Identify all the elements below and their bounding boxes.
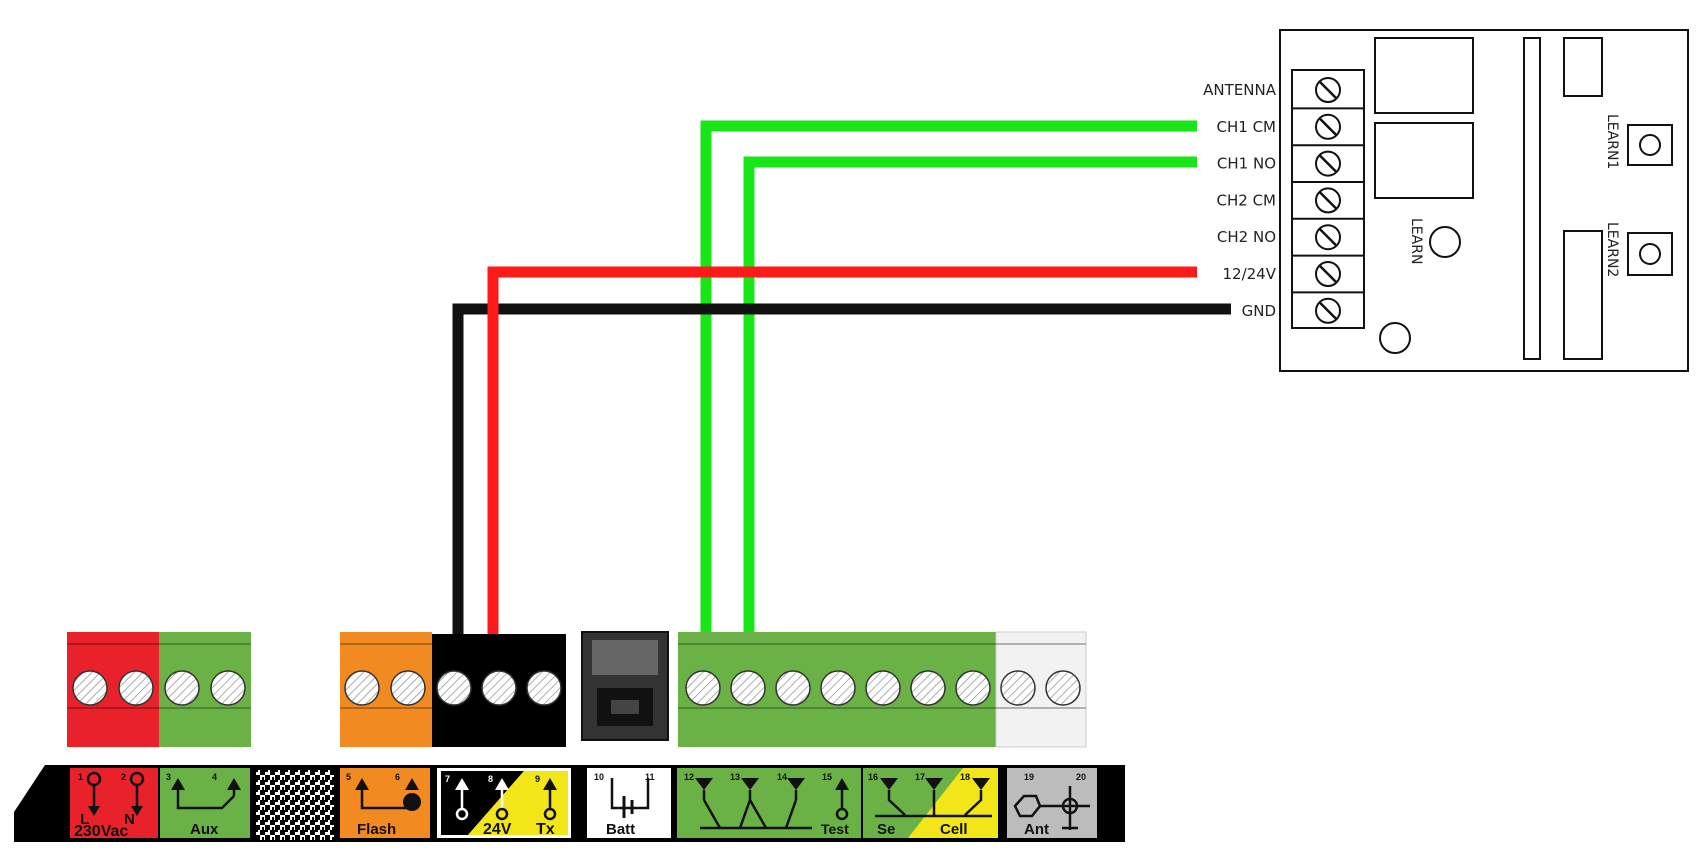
qr-code	[256, 770, 334, 840]
svg-text:14: 14	[777, 772, 787, 782]
legend-ant: 19 20 Ant	[1007, 768, 1097, 838]
receiver-terminal-gnd: GND	[1242, 291, 1364, 324]
svg-text:8: 8	[488, 774, 493, 784]
wire-ch1-no	[743, 156, 1197, 637]
legend-power-label: 230Vac	[74, 823, 128, 840]
learn-button[interactable]: LEARN	[1408, 218, 1461, 264]
learn2-label: LEARN2	[1604, 222, 1620, 277]
receiver-terminal-label: CH1 NO	[1217, 155, 1276, 173]
legend-supply-label-24v: 24V	[483, 821, 512, 838]
wire-supply	[487, 266, 1197, 637]
svg-text:15: 15	[822, 772, 832, 782]
svg-text:12: 12	[684, 772, 694, 782]
receiver-terminal-label: 12/24V	[1223, 265, 1277, 283]
receiver-terminal-12-24v: 12/24V	[1223, 254, 1364, 287]
legend-test-label: Test	[821, 821, 849, 837]
control-board-terminals	[67, 631, 1087, 748]
legend-power: 1 2 L N 230Vac	[70, 768, 158, 840]
legend-test: 15 Test	[817, 768, 861, 838]
relay-1	[1374, 37, 1474, 114]
svg-text:20: 20	[1076, 772, 1086, 782]
receiver-terminal-label: ANTENNA	[1203, 81, 1277, 99]
legend-inputs: 12 13 14	[677, 768, 817, 838]
receiver-terminal-ch1-cm: CH1 CM	[1217, 107, 1364, 140]
terminal-screw-8[interactable]	[481, 670, 517, 706]
legend-flash-label: Flash	[357, 821, 396, 838]
svg-text:N: N	[124, 811, 135, 828]
terminal-screw-14[interactable]	[865, 670, 901, 706]
learn1-label: LEARN1	[1604, 114, 1620, 169]
learn1-button[interactable]: LEARN1	[1604, 114, 1673, 169]
receiver-terminal-ch2-cm: CH2 CM	[1217, 181, 1364, 214]
learn2-button[interactable]: LEARN2	[1604, 222, 1673, 277]
terminal-screw-15[interactable]	[910, 670, 946, 706]
legend-cell: 16 17 18 Se Cell	[863, 768, 998, 838]
wire-ch1-cm	[700, 120, 1197, 637]
legend-aux-label: Aux	[190, 821, 219, 838]
receiver-component-bottom	[1563, 230, 1603, 360]
terminal-screw-12[interactable]	[775, 670, 811, 706]
svg-text:2: 2	[121, 772, 126, 782]
legend-aux: 3 4 Aux	[160, 768, 250, 838]
receiver-strip	[1523, 37, 1541, 360]
legend-flash: 5 6 Flash	[340, 768, 430, 838]
terminal-screw-13[interactable]	[820, 670, 856, 706]
svg-text:6: 6	[395, 772, 400, 782]
legend-batt: 10 11 Batt	[587, 768, 671, 838]
lamp-icon	[403, 793, 421, 811]
receiver-terminal-label: GND	[1242, 302, 1276, 320]
terminal-screw-17[interactable]	[1000, 670, 1036, 706]
svg-text:13: 13	[730, 772, 740, 782]
receiver-terminal-label: CH1 CM	[1217, 118, 1276, 136]
wire-gnd	[452, 303, 1231, 637]
terminal-screw-1[interactable]	[72, 670, 108, 706]
svg-text:16: 16	[868, 772, 878, 782]
legend-cell-label-se: Se	[877, 821, 895, 838]
terminal-screw-5[interactable]	[344, 670, 380, 706]
svg-text:4: 4	[212, 772, 217, 782]
receiver-terminal-ch1-no: CH1 NO	[1217, 144, 1364, 177]
legend-supply-label-tx: Tx	[536, 821, 555, 838]
svg-text:10: 10	[594, 772, 604, 782]
receiver-terminal-label: CH2 CM	[1217, 191, 1276, 209]
learn-label: LEARN	[1408, 218, 1424, 264]
svg-text:9: 9	[535, 774, 540, 784]
legend-batt-label: Batt	[606, 821, 635, 838]
terminal-screw-4[interactable]	[210, 670, 246, 706]
legend-cell-label-cell: Cell	[940, 821, 968, 838]
svg-text:L: L	[80, 811, 89, 828]
terminal-screw-16[interactable]	[955, 670, 991, 706]
terminal-screw-6[interactable]	[390, 670, 426, 706]
svg-text:5: 5	[346, 772, 351, 782]
receiver-terminal-antenna: ANTENNA	[1203, 77, 1341, 103]
svg-text:18: 18	[960, 772, 970, 782]
wiring	[452, 120, 1231, 637]
terminal-screw-10[interactable]	[685, 670, 721, 706]
terminal-screw-2[interactable]	[118, 670, 154, 706]
svg-text:3: 3	[166, 772, 171, 782]
svg-text:19: 19	[1024, 772, 1034, 782]
svg-text:7: 7	[445, 774, 450, 784]
legend-supply: 7 8 9 24V Tx	[437, 768, 571, 838]
receiver-module: ANTENNA CH1 CM CH1 NO CH2 CM CH2 NO 12/24V GND…	[1203, 29, 1689, 372]
relay-2	[1374, 122, 1474, 199]
battery-connector	[581, 631, 669, 741]
terminal-screw-9[interactable]	[526, 670, 562, 706]
svg-text:11: 11	[645, 772, 655, 782]
legend-ant-label: Ant	[1024, 821, 1049, 838]
terminal-screw-3[interactable]	[164, 670, 200, 706]
terminal-screw-7[interactable]	[436, 670, 472, 706]
terminal-legend: 1 2 L N 230Vac 3 4 Aux 5 6	[14, 765, 1125, 842]
terminal-screw-11[interactable]	[730, 670, 766, 706]
svg-text:1: 1	[78, 772, 83, 782]
receiver-terminal-label: CH2 NO	[1217, 228, 1276, 246]
receiver-led	[1379, 322, 1411, 354]
terminal-screw-18[interactable]	[1045, 670, 1081, 706]
receiver-terminal-ch2-no: CH2 NO	[1217, 217, 1364, 251]
receiver-component-top	[1563, 37, 1603, 97]
svg-text:17: 17	[915, 772, 925, 782]
